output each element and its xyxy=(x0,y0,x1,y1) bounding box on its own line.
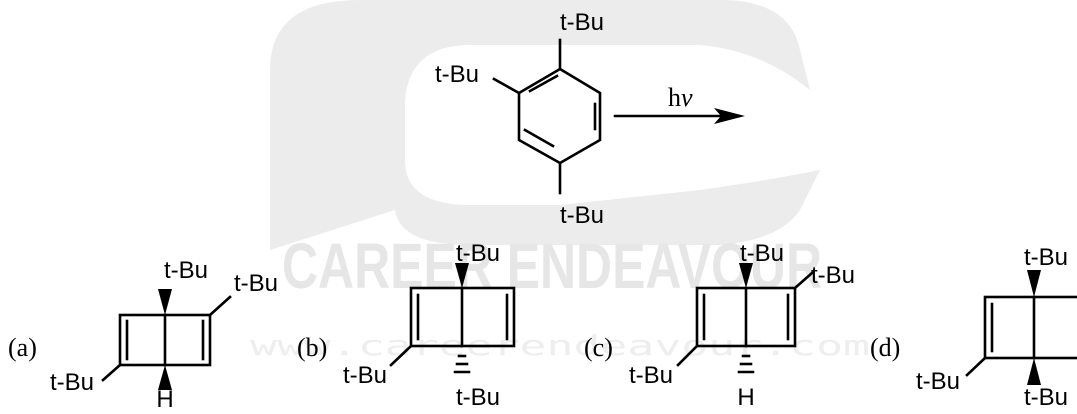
ring-double-bond-upper-left xyxy=(528,74,559,93)
option-c-label: (c) xyxy=(584,333,613,362)
option-a-tbu-right: t-Bu xyxy=(234,270,278,297)
reaction-arrow: hν xyxy=(613,83,745,124)
option-a-tbu-top: t-Bu xyxy=(164,257,208,284)
option-c-wedge-top xyxy=(739,263,753,288)
option-d-label: (d) xyxy=(870,333,900,362)
option-d-bond-left xyxy=(965,356,987,377)
option-b-tbu-bottom: t-Bu xyxy=(456,384,500,409)
option-c-tbu-left: t-Bu xyxy=(629,362,673,389)
option-c-bond-right xyxy=(793,271,814,290)
option-a-h-bottom: H xyxy=(156,386,173,409)
option-d-tbu-bottom: t-Bu xyxy=(1024,384,1068,409)
bond-left-substituent xyxy=(492,77,521,95)
option-c-tbu-top: t-Bu xyxy=(740,240,784,267)
option-c-bond-left xyxy=(676,344,699,367)
reactant-tbu-top: t-Bu xyxy=(560,9,604,36)
watermark-logo xyxy=(270,0,820,250)
arrow-label-hv: hν xyxy=(668,83,693,112)
option-c-hash-bottom xyxy=(737,354,755,374)
arrow-head xyxy=(714,108,745,124)
watermark-brand: CAREER ENDEAVOUR xyxy=(282,230,822,302)
option-d-wedge-bottom xyxy=(1027,358,1041,385)
option-a: (a) t-Bu t-Bu t-Bu H xyxy=(8,257,278,413)
option-a-tbu-left: t-Bu xyxy=(50,369,94,396)
arrow-label-nu: ν xyxy=(681,83,693,112)
option-d-tbu-left: t-Bu xyxy=(916,368,960,395)
option-c: (c) t-Bu t-Bu t-Bu H xyxy=(584,240,855,411)
option-a-wedge-bottom xyxy=(158,365,172,390)
watermark: CAREER ENDEAVOUR www.careerendeavour.com xyxy=(250,0,870,362)
ring-double-bond-lower-left xyxy=(523,128,555,148)
reactant-tbu-bottom: t-Bu xyxy=(560,202,604,229)
option-b-tbu-top: t-Bu xyxy=(456,240,500,267)
option-a-label: (a) xyxy=(8,333,37,362)
option-b-wedge-top xyxy=(455,263,469,288)
reactant-tbu-left: t-Bu xyxy=(435,61,479,88)
option-b-tbu-left: t-Bu xyxy=(343,362,387,389)
option-c-h-bottom: H xyxy=(737,384,754,409)
option-d: (d) t-Bu t-Bu t-Bu xyxy=(870,244,1077,411)
option-a-bond-left xyxy=(101,363,122,382)
option-b: (b) t-Bu t-Bu t-Bu xyxy=(297,240,516,411)
option-b-label: (b) xyxy=(297,333,327,362)
option-b-hash-bottom xyxy=(453,354,471,374)
option-a-bond-right xyxy=(208,295,232,317)
option-d-wedge-top xyxy=(1027,270,1041,297)
option-d-tbu-top: t-Bu xyxy=(1024,244,1068,271)
option-d-bicycle xyxy=(983,295,1077,360)
option-a-wedge-top xyxy=(158,289,172,315)
arrow-label-h: h xyxy=(668,83,681,112)
option-b-bond-left xyxy=(389,344,413,367)
option-c-tbu-right: t-Bu xyxy=(811,262,855,289)
benzene-ring xyxy=(517,67,602,165)
reactant-benzene: t-Bu t-Bu t-Bu xyxy=(435,9,604,229)
